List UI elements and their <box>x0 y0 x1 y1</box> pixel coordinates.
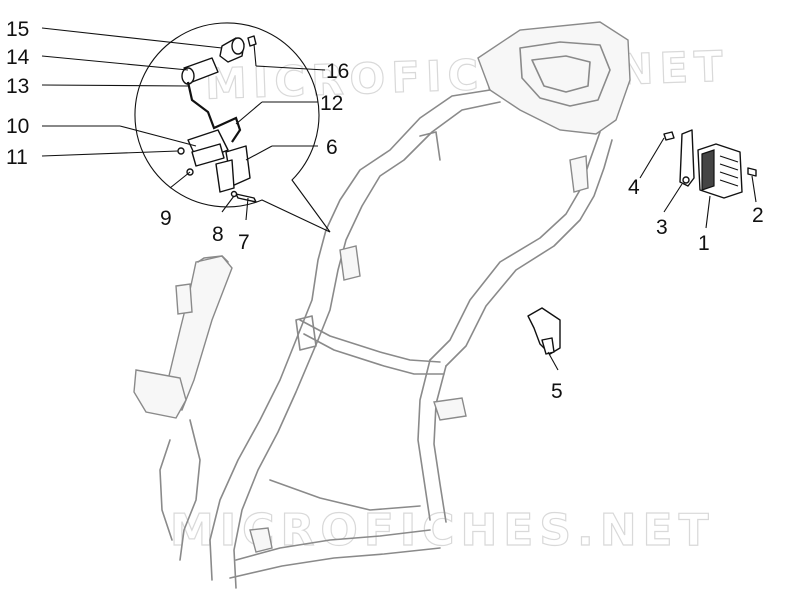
leader-lines <box>41 27 757 371</box>
callout-13: 13 <box>6 75 29 98</box>
screw-4-part <box>663 131 675 141</box>
callout-9: 9 <box>160 207 172 230</box>
inset-parts <box>177 35 257 203</box>
scooter-frame <box>133 21 631 589</box>
washer-8-part <box>230 190 238 198</box>
bracket-5-part <box>527 307 561 355</box>
callout-11: 11 <box>6 146 28 169</box>
spark-plug-cap-part <box>181 57 219 85</box>
detail-inset <box>134 22 331 233</box>
watermark-top: MICROFICHES.NET <box>204 42 729 109</box>
callout-8: 8 <box>212 223 224 246</box>
regulator-parts <box>663 129 757 199</box>
bolt-7-part <box>235 193 257 203</box>
callout-labels: 15 14 13 16 12 10 6 11 9 8 7 4 3 1 2 5 <box>6 18 764 403</box>
callout-2: 2 <box>752 204 764 227</box>
callout-14: 14 <box>6 46 30 69</box>
callout-3: 3 <box>656 216 668 239</box>
ignition-coil-part <box>187 129 229 167</box>
callout-5: 5 <box>551 380 563 403</box>
connector-sleeve-part <box>219 37 245 63</box>
callout-6: 6 <box>326 136 338 159</box>
callout-12: 12 <box>320 92 343 115</box>
callout-16: 16 <box>326 60 349 83</box>
regulator-bracket-part <box>679 129 695 187</box>
small-screw-part <box>247 35 257 47</box>
voltage-regulator-part <box>697 143 743 199</box>
callout-7: 7 <box>238 231 250 254</box>
bolt-11-part <box>177 147 185 155</box>
screw-2-part <box>747 167 757 177</box>
callout-10: 10 <box>6 115 29 138</box>
coil-unit-part <box>215 145 251 193</box>
callout-1: 1 <box>698 232 710 255</box>
callout-4: 4 <box>628 176 640 199</box>
callout-15: 15 <box>6 18 29 41</box>
